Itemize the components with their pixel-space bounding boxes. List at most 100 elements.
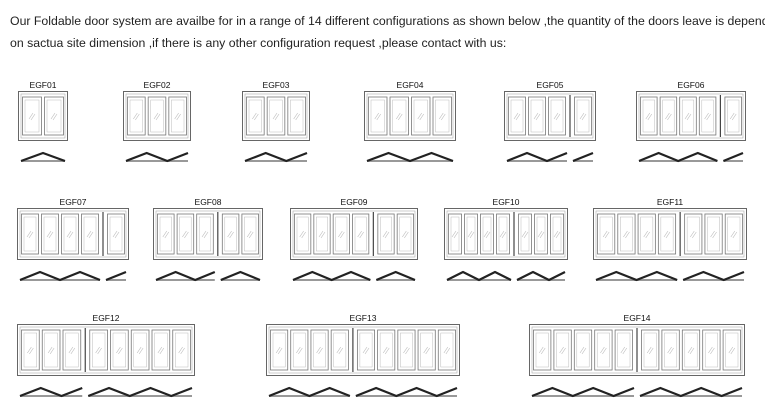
door-leaf	[597, 213, 616, 255]
glass-mark	[710, 347, 715, 355]
door-leaf	[640, 96, 658, 136]
glass-pane	[292, 332, 306, 368]
door-leaf	[21, 213, 39, 255]
glass-mark	[338, 347, 344, 355]
configuration-code: EGF10	[492, 197, 520, 207]
configuration-code: EGF01	[29, 80, 57, 90]
glass-mark	[710, 230, 715, 238]
glass-mark	[533, 112, 539, 120]
glass-pane	[510, 99, 524, 133]
glass-pane	[660, 216, 674, 252]
glass-pane	[272, 332, 286, 368]
glass-pane	[482, 216, 492, 252]
glass-pane	[65, 332, 79, 368]
glass-pane	[179, 216, 192, 252]
door-leaf	[196, 213, 214, 255]
glass-pane	[725, 332, 739, 368]
glass-pane	[530, 99, 544, 133]
door-leaf	[157, 213, 175, 255]
glass-pane	[596, 332, 610, 368]
folding-plan	[506, 151, 568, 163]
frame-inner-line	[292, 210, 416, 258]
elevation-drawing	[18, 91, 68, 163]
glass-mark	[667, 346, 672, 354]
glass-mark	[684, 112, 690, 120]
glass-mark	[579, 346, 585, 354]
folding-plan	[682, 270, 745, 282]
glass-pane	[535, 332, 549, 368]
glass-mark	[159, 347, 165, 355]
glass-pane	[701, 99, 714, 133]
glass-mark	[136, 346, 142, 354]
glass-pane	[727, 99, 740, 133]
door-leaf	[330, 329, 349, 371]
configuration-code: EGF06	[677, 80, 705, 90]
glass-mark	[357, 230, 362, 238]
glass-pane	[686, 216, 700, 252]
glass-mark	[112, 230, 118, 238]
door-leaf	[702, 329, 721, 371]
glass-pane	[23, 332, 37, 368]
glass-mark	[274, 113, 280, 121]
glass-mark	[362, 346, 368, 354]
configuration-egf02: EGF02	[123, 80, 191, 171]
glass-mark	[555, 113, 561, 121]
glass-mark	[451, 230, 457, 238]
glass-pane	[46, 99, 62, 133]
glass-mark	[467, 230, 473, 238]
elevation-drawing	[444, 208, 568, 282]
door-leaf	[62, 329, 82, 371]
glass-mark	[423, 346, 428, 354]
door-leaf	[147, 96, 167, 136]
door-leaf	[176, 213, 195, 255]
glass-mark	[521, 230, 527, 238]
glass-pane	[63, 216, 77, 252]
frame-inner-line	[125, 93, 189, 139]
glass-mark	[374, 112, 379, 120]
door-leaf	[518, 213, 532, 255]
door-leaf	[290, 329, 309, 371]
door-leaf	[352, 213, 370, 255]
glass-mark	[252, 112, 257, 120]
glass-mark	[27, 346, 32, 354]
glass-mark	[537, 230, 543, 238]
elevation-drawing	[123, 91, 191, 163]
glass-pane	[520, 216, 530, 252]
door-leaf	[681, 329, 701, 371]
glass-pane	[354, 216, 367, 252]
glass-mark	[439, 112, 444, 120]
glass-mark	[338, 230, 343, 238]
frame-inner-line	[268, 326, 458, 374]
intro-line-2: on sactua site dimension ,if there is an…	[10, 36, 507, 50]
door-leaf	[396, 213, 414, 255]
glass-mark	[708, 346, 713, 354]
frame-inner-line	[366, 93, 454, 139]
glass-pane	[550, 99, 564, 133]
door-leaf	[480, 213, 494, 255]
glass-mark	[180, 347, 185, 355]
glass-mark	[49, 347, 55, 355]
glass-mark	[246, 230, 252, 238]
door-leaf	[41, 213, 59, 255]
glass-mark	[176, 113, 181, 121]
glass-pane	[109, 216, 123, 252]
glass-mark	[28, 112, 34, 120]
door-leaf	[310, 329, 329, 371]
glass-pane	[420, 332, 434, 368]
door-leaf	[81, 213, 99, 255]
door-leaf	[698, 96, 717, 136]
glass-mark	[645, 112, 651, 120]
glass-pane	[44, 332, 58, 368]
glass-mark	[523, 231, 529, 239]
frame-inner-line	[506, 93, 594, 139]
door-leaf	[21, 329, 40, 371]
folding-plan	[19, 386, 83, 398]
glass-mark	[382, 230, 388, 238]
door-leaf	[270, 329, 289, 371]
door-leaf	[107, 213, 125, 255]
folding-plan	[572, 151, 594, 163]
configuration-code: EGF04	[396, 80, 424, 90]
glass-mark	[68, 231, 74, 239]
glass-mark	[581, 347, 587, 355]
door-leaf	[41, 329, 61, 371]
